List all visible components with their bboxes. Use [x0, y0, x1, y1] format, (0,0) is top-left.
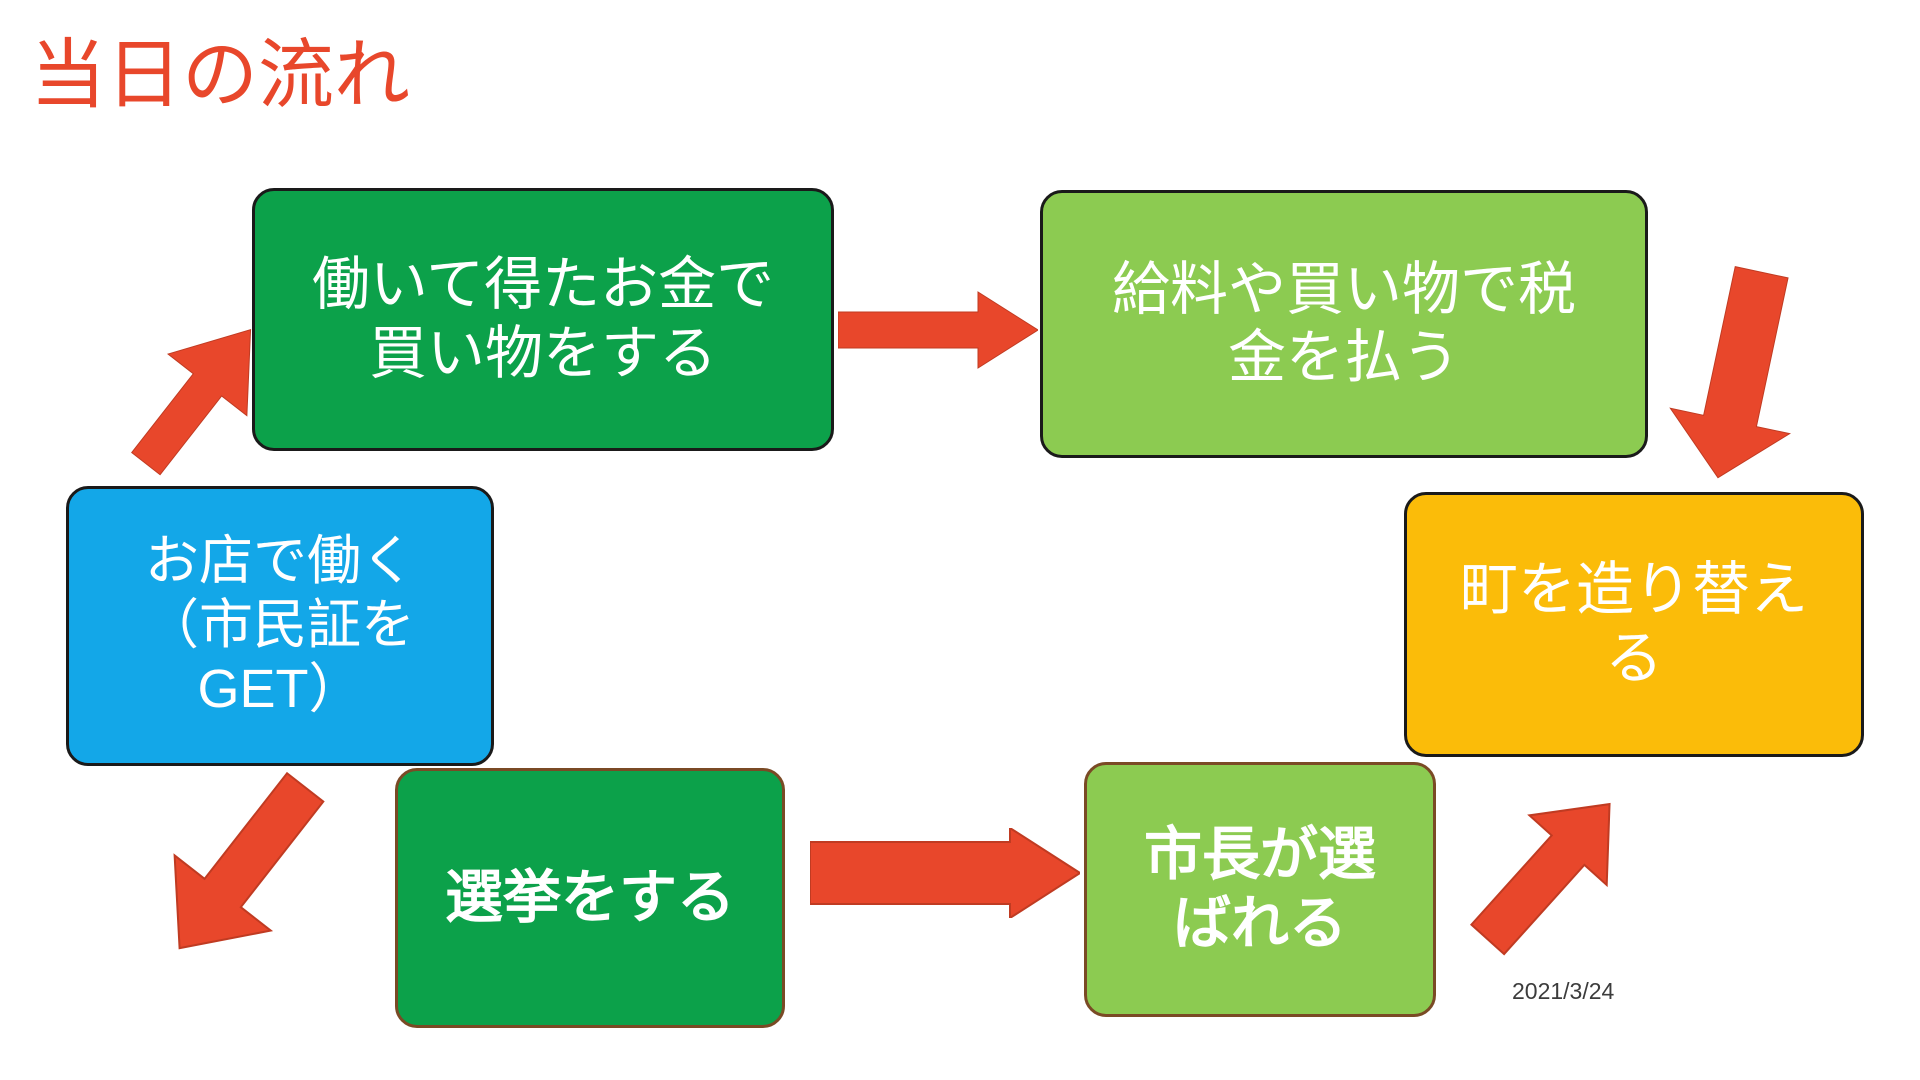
arrow-right-icon [810, 828, 1080, 918]
flow-box-mayor-chosen[interactable]: 市長が選 ばれる [1084, 762, 1436, 1017]
arrow-right-icon [838, 290, 1038, 370]
flow-box-buy-things[interactable]: 働いて得たお金で 買い物をする [252, 188, 834, 451]
flow-box-rebuild-town[interactable]: 町を造り替え る [1404, 492, 1864, 757]
arrow-down-right-icon [128, 760, 358, 975]
flow-box-mayor-chosen-label: 市長が選 ばれる [1143, 822, 1376, 956]
flow-box-election-label: 選挙をする [444, 864, 735, 930]
flow-box-buy-things-label: 働いて得たお金で 買い物をする [311, 252, 775, 386]
date-stamp: 2021/3/24 [1512, 978, 1615, 1004]
flow-box-pay-tax-label: 給料や買い物で税 金を払う [1111, 256, 1576, 390]
arrow-up-right-icon [125, 288, 285, 488]
arrow-up-right-icon [1462, 768, 1642, 968]
page-title: 当日の流れ [30, 33, 410, 118]
arrow-down-icon [1645, 262, 1835, 487]
flow-box-work-shop[interactable]: お店で働く （市民証を GET） [66, 486, 494, 766]
flow-box-work-shop-label: お店で働く （市民証を GET） [145, 531, 415, 719]
flow-box-election[interactable]: 選挙をする [395, 768, 785, 1028]
flow-box-rebuild-town-label: 町を造り替え る [1459, 557, 1808, 691]
flow-box-pay-tax[interactable]: 給料や買い物で税 金を払う [1040, 190, 1648, 458]
